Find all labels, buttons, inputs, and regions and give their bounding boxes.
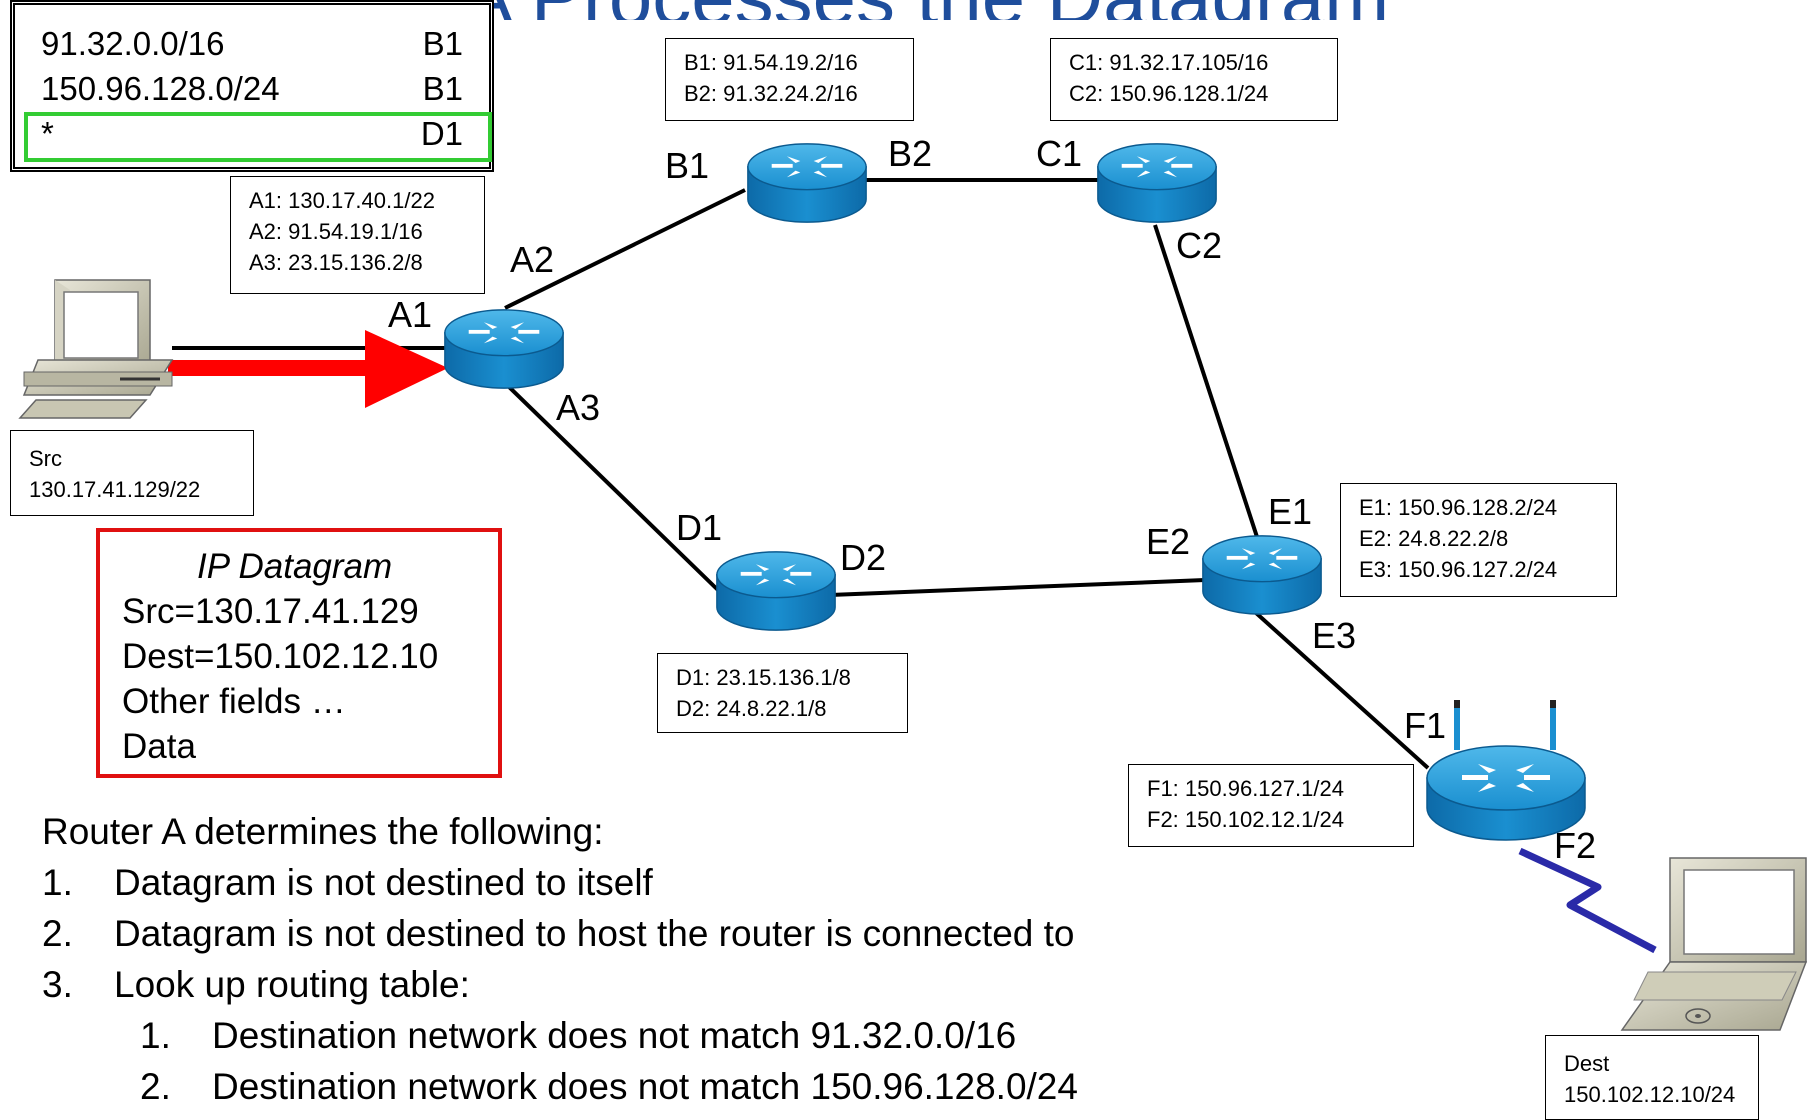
datagram-dest: Dest=150.102.12.10 — [122, 637, 439, 676]
route-network: 150.96.128.0/24 — [41, 70, 280, 107]
dest-host-address: Dest 150.102.12.10/24 — [1545, 1035, 1759, 1120]
interface-label-a2: A2 — [510, 239, 555, 280]
wireless-link — [1518, 847, 1657, 954]
routing-table-row-default: * D1 — [41, 115, 463, 159]
address-line: B1: 91.54.19.2/16 — [684, 50, 858, 75]
interface-label-a1: A1 — [388, 294, 433, 335]
route-next-hop: B1 — [422, 70, 463, 107]
host-label: Dest — [1564, 1051, 1610, 1076]
router-c-addresses: C1: 91.32.17.105/16 C2: 150.96.128.1/24 — [1050, 38, 1338, 121]
router-f-wireless-icon — [1426, 700, 1586, 841]
address-line: B2: 91.32.24.2/16 — [684, 81, 858, 106]
router-e-addresses: E1: 150.96.128.2/24 E2: 24.8.22.2/8 E3: … — [1340, 483, 1617, 597]
routing-table: 91.32.0.0/16 B1 150.96.128.0/24 B1 * D1 — [10, 0, 494, 172]
step-item: 1. Datagram is not destined to itself — [42, 857, 1078, 908]
address-line: C1: 91.32.17.105/16 — [1069, 50, 1269, 75]
interface-label-e1: E1 — [1268, 491, 1313, 532]
route-next-hop: D1 — [420, 115, 463, 152]
matched-route-highlight — [24, 112, 492, 162]
datagram-src: Src=130.17.41.129 — [122, 592, 419, 631]
route-network: 91.32.0.0/16 — [41, 25, 225, 62]
steps-intro: Router A determines the following: — [42, 811, 604, 852]
ip-datagram-box: IP Datagram Src=130.17.41.129 Dest=150.1… — [96, 528, 502, 778]
step-number: 3. — [42, 964, 73, 1005]
address-line: A2: 91.54.19.1/16 — [249, 219, 423, 244]
interface-label-e2: E2 — [1146, 521, 1191, 562]
substep-item: 2. Destination network does not match 15… — [42, 1061, 1078, 1112]
address-line: E2: 24.8.22.2/8 — [1359, 526, 1509, 551]
laptop-icon — [1620, 857, 1808, 1031]
host-label: Src — [29, 446, 62, 471]
substep-number: 1. — [140, 1015, 171, 1056]
address-line: D2: 24.8.22.1/8 — [676, 696, 827, 721]
step-text: Datagram is not destined to itself — [114, 862, 653, 903]
datagram-other-fields: Other fields … — [122, 682, 346, 721]
interface-label-e3: E3 — [1312, 615, 1357, 656]
substep-text: Destination network does not match 150.9… — [212, 1066, 1078, 1107]
step-item: 2. Datagram is not destined to host the … — [42, 908, 1078, 959]
datagram-arrow — [168, 330, 448, 408]
interface-label-c2: C2 — [1176, 225, 1223, 266]
src-host-address: Src 130.17.41.129/22 — [10, 430, 254, 516]
router-b-addresses: B1: 91.54.19.2/16 B2: 91.32.24.2/16 — [665, 38, 914, 121]
step-item: 3. Look up routing table: — [42, 959, 1078, 1010]
substep-number: 2. — [140, 1066, 171, 1107]
router-e-icon — [1202, 535, 1322, 615]
interface-label-f1: F1 — [1404, 705, 1447, 746]
routing-table-row: 150.96.128.0/24 B1 — [41, 70, 463, 114]
interface-label-d1: D1 — [676, 507, 723, 548]
router-f-addresses: F1: 150.96.127.1/24 F2: 150.102.12.1/24 — [1128, 764, 1414, 847]
desktop-computer-icon — [18, 279, 174, 419]
datagram-title: IP Datagram — [197, 547, 393, 586]
host-ip: 150.102.12.10/24 — [1564, 1082, 1736, 1107]
router-decision-steps: Router A determines the following: 1. Da… — [42, 806, 1078, 1112]
router-a-addresses: A1: 130.17.40.1/22 A2: 91.54.19.1/16 A3:… — [230, 176, 485, 294]
router-d-icon — [716, 551, 836, 631]
interface-label-b1: B1 — [665, 145, 710, 186]
step-text: Look up routing table: — [114, 964, 470, 1005]
host-ip: 130.17.41.129/22 — [29, 477, 201, 502]
address-line: A3: 23.15.136.2/8 — [249, 250, 423, 275]
router-b-icon — [747, 143, 867, 223]
interface-label-d2: D2 — [840, 537, 887, 578]
step-number: 1. — [42, 862, 73, 903]
address-line: D1: 23.15.136.1/8 — [676, 665, 851, 690]
address-line: F2: 150.102.12.1/24 — [1147, 807, 1344, 832]
address-line: A1: 130.17.40.1/22 — [249, 188, 435, 213]
address-line: E1: 150.96.128.2/24 — [1359, 495, 1558, 520]
router-d-addresses: D1: 23.15.136.1/8 D2: 24.8.22.1/8 — [657, 653, 908, 733]
interface-label-a3: A3 — [556, 387, 601, 428]
routing-table-row: 91.32.0.0/16 B1 — [41, 25, 463, 69]
router-c-icon — [1097, 143, 1217, 223]
step-number: 2. — [42, 913, 73, 954]
interface-label-b2: B2 — [888, 133, 933, 174]
router-a-icon — [444, 309, 564, 389]
datagram-data: Data — [122, 727, 196, 766]
interface-label-f2: F2 — [1554, 825, 1597, 866]
route-next-hop: B1 — [422, 25, 463, 62]
substep-text: Destination network does not match 91.32… — [212, 1015, 1017, 1056]
address-line: F1: 150.96.127.1/24 — [1147, 776, 1344, 801]
step-text: Datagram is not destined to host the rou… — [114, 913, 1075, 954]
slide-title: Router A Processes the Datagram — [210, 0, 1710, 20]
route-network: * — [41, 115, 54, 152]
address-line: E3: 150.96.127.2/24 — [1359, 557, 1558, 582]
substep-item: 1. Destination network does not match 91… — [42, 1010, 1078, 1061]
interface-label-c1: C1 — [1036, 133, 1083, 174]
address-line: C2: 150.96.128.1/24 — [1069, 81, 1269, 106]
